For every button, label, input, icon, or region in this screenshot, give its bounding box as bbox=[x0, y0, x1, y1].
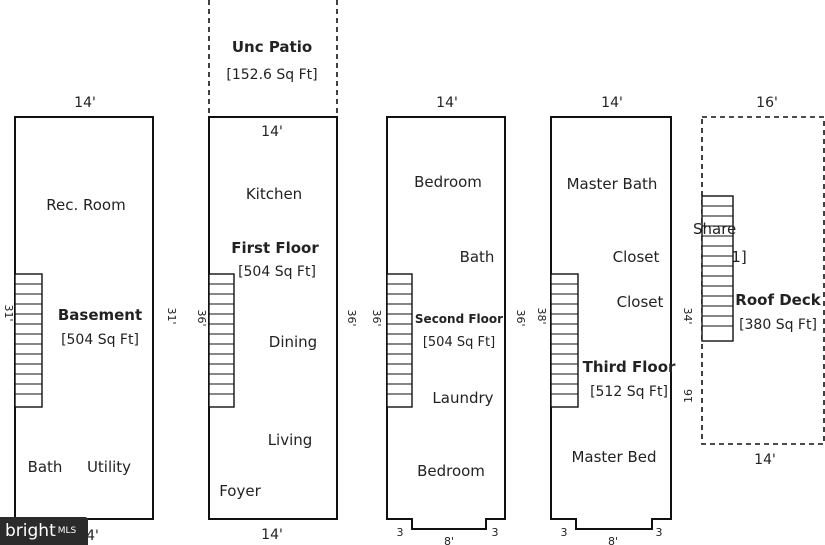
basement-dim-right: 31' bbox=[165, 307, 178, 324]
room-label-master-bed: Master Bed bbox=[571, 448, 656, 466]
room-label-living: Living bbox=[268, 431, 313, 449]
second-floor-dim-bottom-mid: 8' bbox=[444, 535, 454, 545]
room-label-laundry: Laundry bbox=[432, 389, 493, 407]
roof-deck-fragment: 1] bbox=[731, 248, 746, 266]
room-label-kitchen: Kitchen bbox=[246, 185, 302, 203]
patio-name: Unc Patio bbox=[232, 38, 312, 56]
room-label-bedroom-bottom: Bedroom bbox=[417, 462, 485, 480]
first-floor-dim-left: 36' bbox=[195, 309, 208, 326]
basement-dim-top: 14' bbox=[74, 95, 96, 111]
room-label-dining: Dining bbox=[269, 333, 317, 351]
second-floor-outline bbox=[386, 116, 506, 530]
roof-deck-plan: 16' 14' 1] Roof Deck [380 Sq Ft] bbox=[701, 95, 825, 468]
third-floor-dim-top: 14' bbox=[601, 95, 623, 111]
third-floor-dim-bottom-left: 3 bbox=[561, 526, 568, 539]
room-label-bath: Bath bbox=[28, 458, 63, 476]
room-label-master-bath: Master Bath bbox=[567, 175, 658, 193]
third-floor-plan: 14' 38' 34' 16 3 8' 3 Master Bath Closet… bbox=[535, 95, 695, 545]
room-label-bedroom-top: Bedroom bbox=[414, 173, 482, 191]
share-label[interactable]: Share bbox=[693, 220, 737, 238]
watermark-brand: bright bbox=[5, 521, 56, 541]
third-floor-dim-bottom-right: 3 bbox=[656, 526, 663, 539]
room-label-utility: Utility bbox=[87, 458, 131, 476]
basement-plan: 14' 14' 31' 31' Rec. Room Basement [504 … bbox=[2, 95, 178, 544]
third-floor-area: [512 Sq Ft] bbox=[590, 384, 668, 400]
room-label-foyer: Foyer bbox=[219, 482, 261, 500]
first-floor-area: [504 Sq Ft] bbox=[238, 264, 316, 280]
third-floor-stairs bbox=[550, 273, 579, 408]
basement-area: [504 Sq Ft] bbox=[61, 332, 139, 348]
room-label-closet-1: Closet bbox=[613, 248, 660, 266]
first-floor-dim-bottom: 14' bbox=[261, 527, 283, 543]
second-floor-dim-right: 36' bbox=[514, 309, 527, 326]
room-label-rec-room: Rec. Room bbox=[46, 196, 125, 214]
first-floor-dim-right: 36' bbox=[345, 309, 358, 326]
roof-deck-dim-bottom: 14' bbox=[754, 452, 776, 468]
patio-area: [152.6 Sq Ft] bbox=[226, 67, 317, 83]
roof-deck-stairs bbox=[701, 195, 734, 342]
room-label-closet-2: Closet bbox=[617, 293, 664, 311]
second-floor-stairs bbox=[386, 273, 413, 408]
room-label-bath-second: Bath bbox=[460, 248, 495, 266]
second-floor-dim-bottom-right: 3 bbox=[492, 526, 499, 539]
roof-deck-dim-top: 16' bbox=[756, 95, 778, 111]
third-floor-name: Third Floor bbox=[583, 358, 676, 376]
first-floor-name: First Floor bbox=[231, 239, 319, 257]
first-floor-plan: Unc Patio [152.6 Sq Ft] 14' 14' 36' 36' … bbox=[195, 0, 358, 543]
watermark-suffix: MLS bbox=[57, 526, 77, 536]
patio-outline bbox=[208, 0, 338, 118]
third-floor-dim-left: 38' bbox=[535, 307, 548, 324]
third-floor-dim-right: 34' bbox=[681, 307, 694, 324]
basement-name: Basement bbox=[58, 306, 142, 324]
roof-deck-name: Roof Deck bbox=[735, 291, 821, 309]
third-floor-outline bbox=[550, 116, 672, 530]
third-floor-dim-right-lower: 16 bbox=[682, 389, 695, 403]
first-floor-stairs bbox=[208, 273, 235, 408]
second-floor-name: Second Floor bbox=[415, 312, 503, 326]
second-floor-dim-top: 14' bbox=[436, 95, 458, 111]
second-floor-dim-left: 36' bbox=[370, 309, 383, 326]
basement-dim-left: 31' bbox=[2, 304, 15, 321]
third-floor-dim-bottom-mid: 8' bbox=[608, 535, 618, 545]
second-floor-plan: 14' 36' 36' 3 8' 3 Bedroom Bath Second F… bbox=[370, 95, 527, 545]
first-floor-dim-top: 14' bbox=[261, 124, 283, 140]
second-floor-dim-bottom-left: 3 bbox=[397, 526, 404, 539]
second-floor-area: [504 Sq Ft] bbox=[423, 335, 495, 350]
basement-stairs bbox=[14, 273, 43, 408]
roof-deck-area: [380 Sq Ft] bbox=[739, 317, 817, 333]
